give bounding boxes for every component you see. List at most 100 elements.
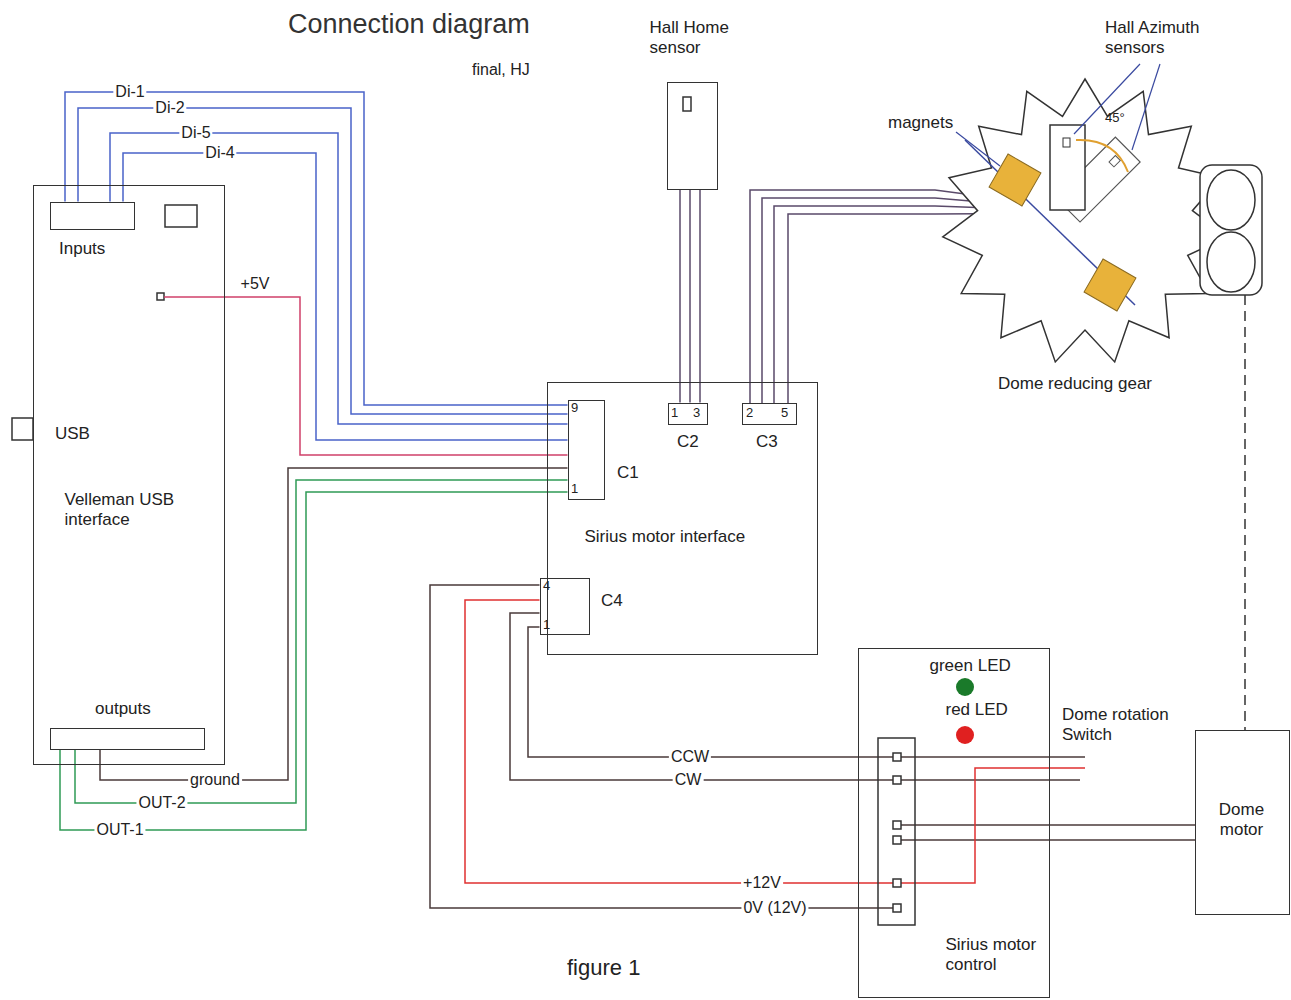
leader-line (956, 132, 1000, 166)
interface-board: Velleman USB interface Inputs outputs (33, 185, 225, 765)
connector-c2: 13C2 (668, 403, 709, 425)
worm-lobe (1207, 232, 1255, 292)
pin-number: 4 (543, 578, 555, 594)
hall-home-sensor: Hall Home sensor (667, 82, 718, 190)
hall-chip (683, 97, 691, 111)
wire-connector (78, 108, 568, 414)
wire-connector (510, 613, 858, 780)
wire-connector (60, 492, 568, 830)
wire (679, 190, 681, 403)
part-label: Dome reducing gear (998, 374, 1152, 394)
magnet (1084, 259, 1136, 311)
green-led (956, 678, 974, 696)
dome-motor: Dome motor (1195, 730, 1290, 915)
signal-label: CCW (669, 748, 711, 766)
subtitle-note: final, HJ (472, 60, 530, 79)
node-heading: Inputs (59, 239, 139, 259)
wire (897, 824, 1050, 826)
wire-connector (123, 153, 568, 440)
connector-c1: 91C1 (568, 400, 605, 500)
signal-label: +12V (741, 874, 783, 892)
magnet (989, 154, 1041, 206)
wire-connector (1050, 840, 1195, 841)
wire (75, 480, 568, 803)
terminal-5v (157, 293, 164, 300)
signal-label: 0V (12V) (741, 899, 808, 917)
signal-label: Di-2 (153, 99, 186, 117)
wire-connector (680, 190, 700, 403)
signal-label: Di-5 (179, 124, 212, 142)
wire (100, 468, 568, 780)
worm-lobe (1207, 170, 1255, 230)
terminal (893, 904, 901, 912)
input-connector: Inputs (50, 202, 135, 230)
pin-number: 5 (781, 405, 793, 421)
part-label: Hall Azimuth sensors (1105, 18, 1225, 59)
signal-label: ground (188, 771, 242, 789)
node-heading: Hall Home sensor (650, 18, 760, 59)
node-label: red LED (946, 700, 1036, 720)
wire-connector (225, 297, 568, 455)
motor-control-board: green LED red LED Sirius motor control (858, 648, 1050, 998)
wire-connector (100, 468, 568, 780)
terminal (893, 836, 901, 844)
pin-number: 1 (671, 405, 683, 421)
wire (1050, 824, 1195, 826)
wire (225, 297, 568, 455)
gear-parts (956, 64, 1262, 730)
signal-label: Di-4 (203, 144, 236, 162)
wire (699, 190, 701, 403)
node-heading: C4 (601, 591, 631, 611)
terminals (893, 753, 901, 912)
wire (60, 492, 568, 830)
hall-sensor (1050, 125, 1085, 210)
usb-port (12, 418, 33, 440)
output-connector: outputs (50, 728, 205, 750)
wire (123, 153, 568, 440)
control-wires (858, 757, 1085, 908)
connector-block (165, 205, 197, 227)
node-label: Velleman USB interface (65, 490, 195, 531)
wire-connector (465, 600, 858, 883)
pin-number: 1 (543, 617, 555, 633)
motor-interface-board: Sirius motor interface91C113C225C341C4 (547, 382, 818, 655)
node-label: Sirius motor interface (585, 527, 805, 547)
signal-label: OUT-2 (136, 794, 187, 812)
wire-connector (430, 585, 858, 908)
node-label: Sirius motor control (946, 935, 1046, 976)
terminal (893, 753, 901, 761)
leader-line (1132, 64, 1160, 150)
figure-caption: figure 1 (567, 955, 640, 981)
reducing-gear (943, 79, 1227, 362)
node-heading: outputs (95, 699, 175, 719)
connector-c3: 25C3 (742, 403, 797, 425)
signal-label: +5V (239, 275, 272, 293)
part-label: Dome rotation Switch (1062, 705, 1192, 746)
wire (689, 190, 691, 403)
node-heading: C1 (617, 463, 647, 483)
drive-shaft (1244, 295, 1246, 730)
wire (897, 839, 1050, 841)
sensor-chip (1063, 138, 1070, 147)
wire (858, 779, 1080, 781)
wire (465, 600, 858, 883)
wire-connector (528, 627, 858, 757)
node-label: Dome motor (1207, 800, 1277, 841)
angle-arc (1076, 140, 1128, 172)
pin-number: 1 (571, 481, 591, 497)
wire-connector (110, 133, 568, 424)
diagram-title: Connection diagram (288, 8, 530, 40)
connector-c4: 41C4 (540, 578, 590, 635)
wire (164, 296, 225, 298)
pin-number: 9 (571, 400, 591, 416)
wire-connector (1050, 825, 1195, 826)
wire (110, 133, 568, 424)
node-label: green LED (930, 656, 1040, 676)
wire (430, 585, 858, 908)
terminal-strip (878, 738, 915, 925)
wire (1050, 839, 1195, 841)
node-heading: C2 (677, 432, 707, 452)
